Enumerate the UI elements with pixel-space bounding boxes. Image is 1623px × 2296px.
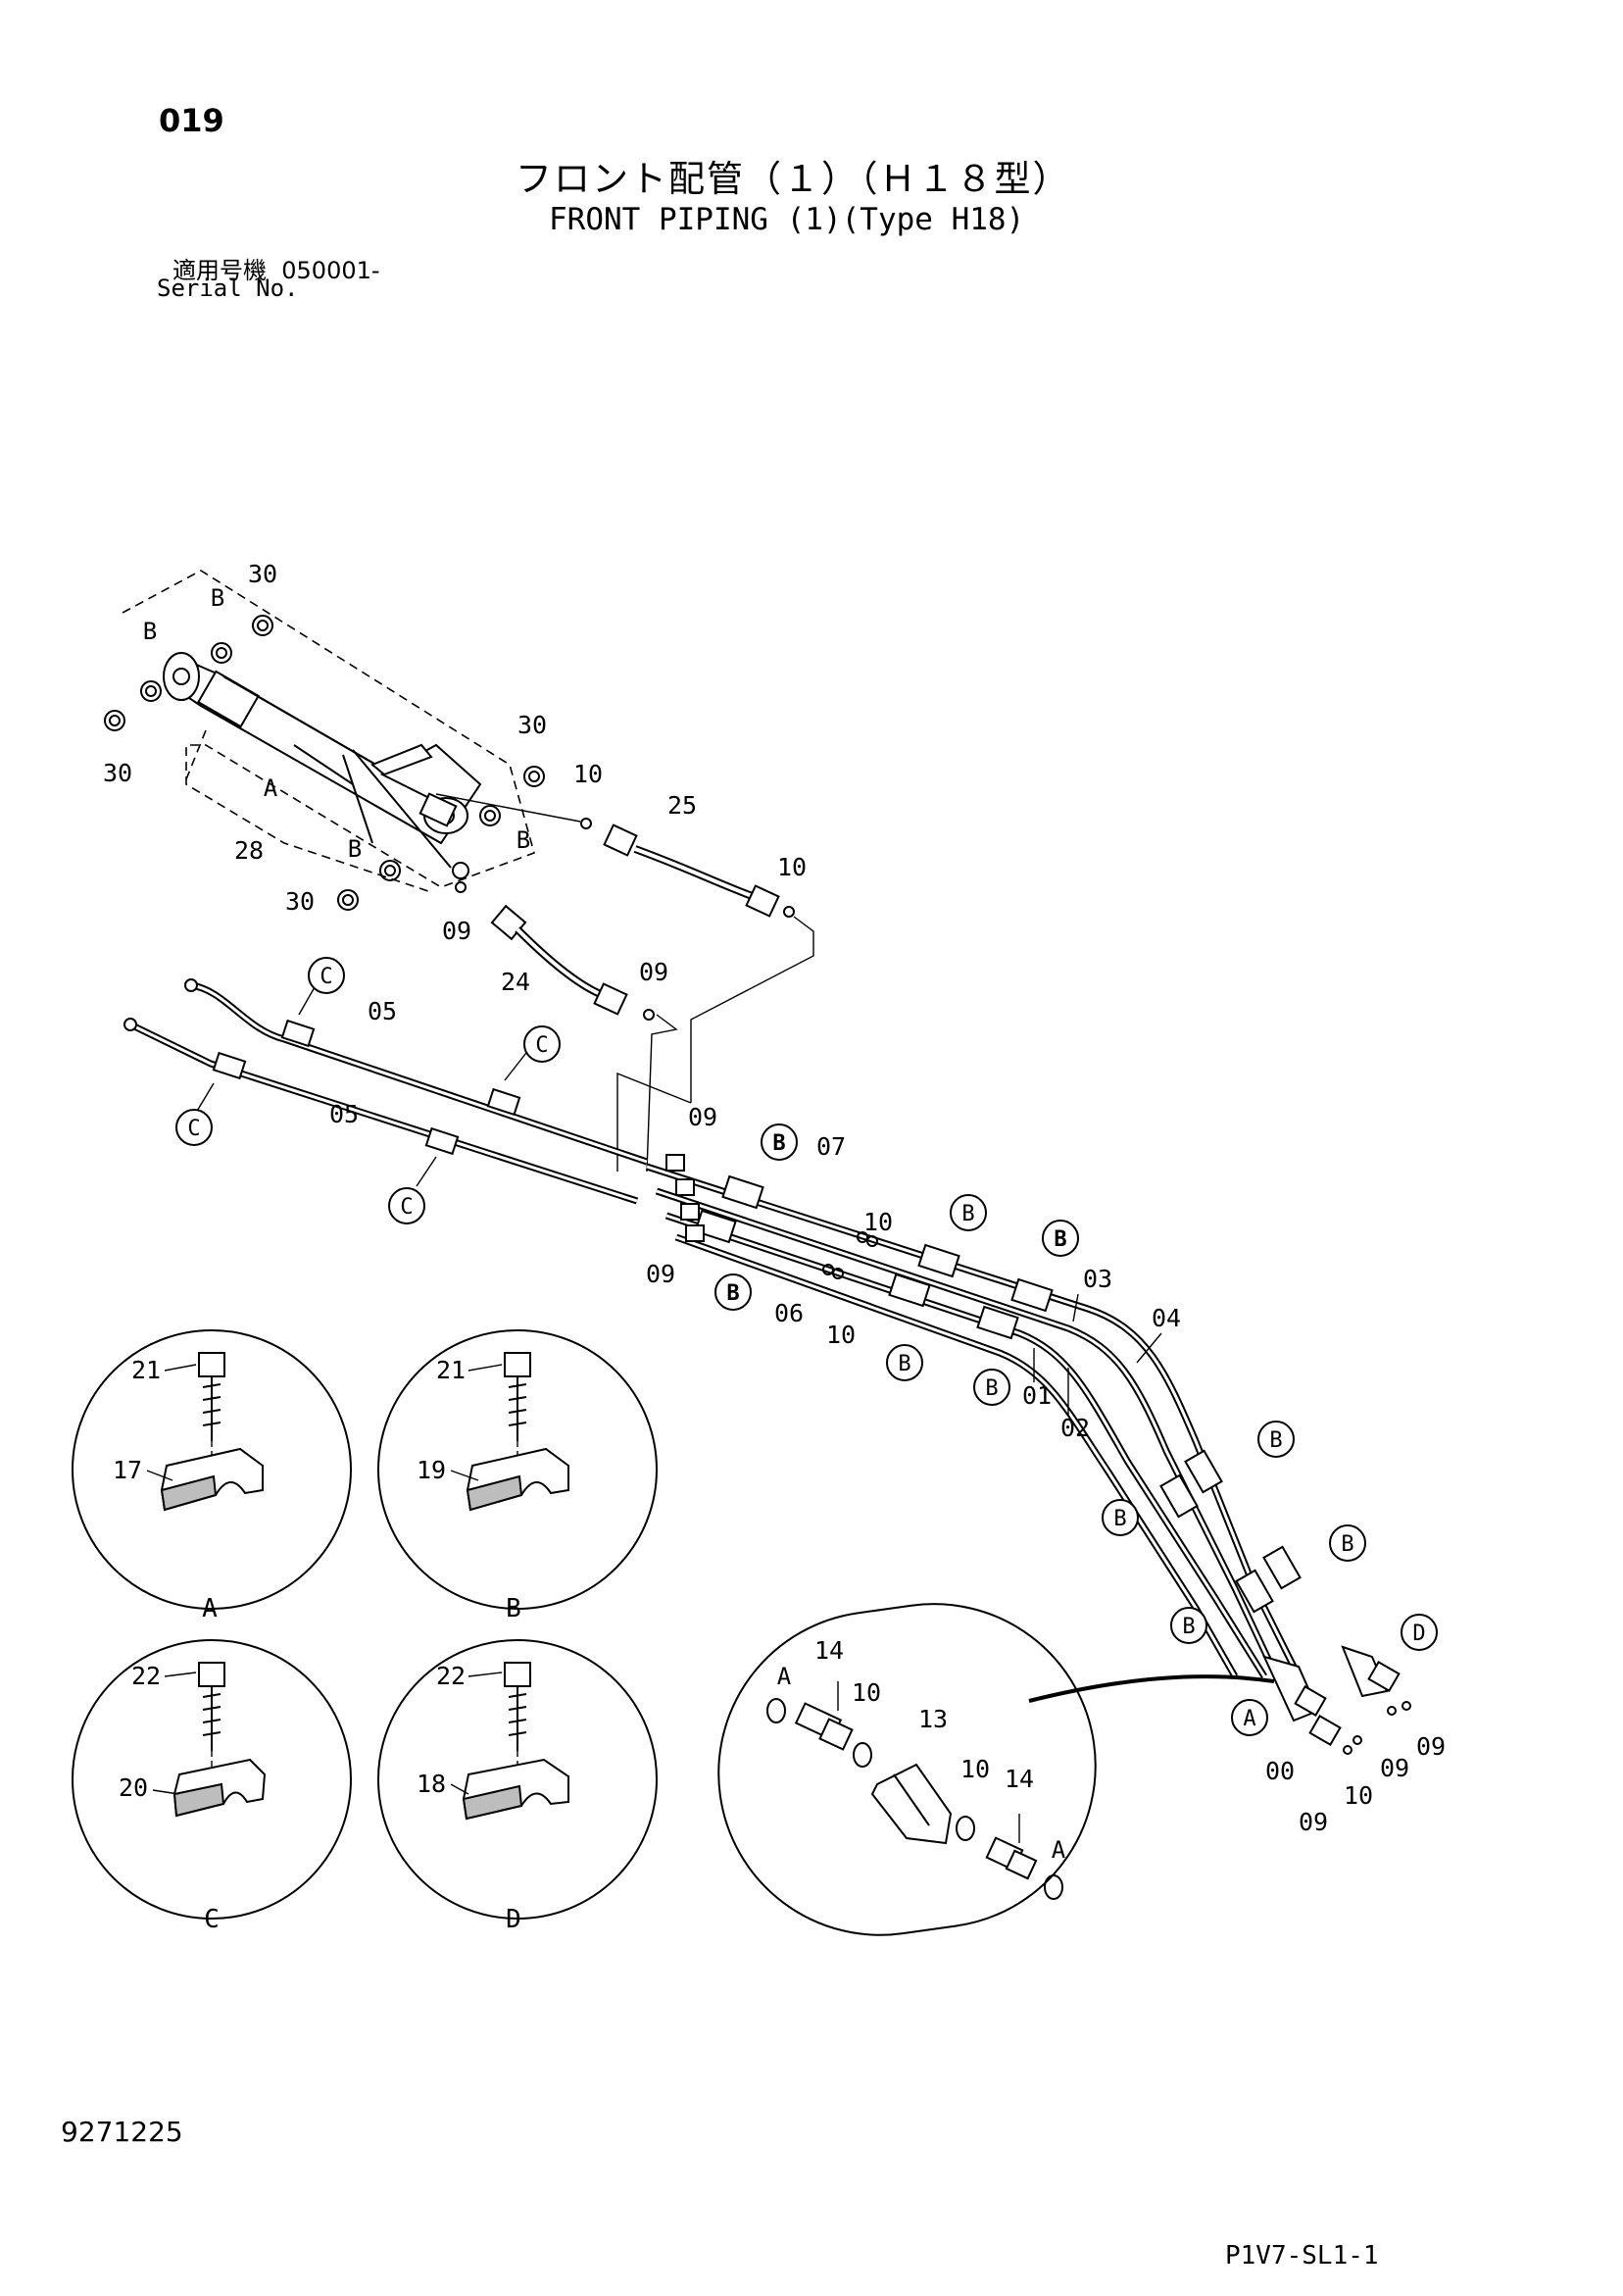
marker-b-label: B <box>1054 1227 1066 1252</box>
part-callouts: 30 30 30 30 28 10 25 10 09 24 09 05 05 0… <box>103 560 1446 1836</box>
callout-07: 07 <box>816 1132 846 1161</box>
callout-20: 20 <box>119 1773 148 1802</box>
callout-10: 10 <box>826 1321 856 1349</box>
callout-10: 10 <box>863 1208 893 1236</box>
callout-10: 10 <box>960 1755 990 1783</box>
detail-circle-c <box>72 1639 352 1920</box>
hose-assembly-upper <box>435 793 814 1173</box>
detail-view-letters: A B C D <box>202 1594 521 1934</box>
marker-c-label: C <box>535 1033 548 1058</box>
page-number: 019 <box>159 102 224 139</box>
detail-label-b: B <box>506 1594 521 1623</box>
marker-d-label: D <box>1412 1622 1425 1646</box>
callout-09: 09 <box>442 917 471 945</box>
callout-30: 30 <box>517 711 547 739</box>
callout-02: 02 <box>1060 1414 1090 1442</box>
callout-21: 21 <box>436 1356 466 1384</box>
callout-00: 00 <box>1265 1757 1295 1785</box>
letter-b: B <box>516 826 530 854</box>
callout-14: 14 <box>814 1636 844 1665</box>
cylinder-assembly <box>104 570 545 911</box>
pipe-bundle-main <box>645 1154 1411 1755</box>
serial-label-japanese: 適用号機 <box>172 257 267 284</box>
marker-b-label: B <box>772 1131 785 1156</box>
marker-c-label: C <box>400 1195 413 1220</box>
marker-b-label: B <box>985 1376 998 1401</box>
page-title-japanese: フロント配管（１）（Ｈ１８型） <box>516 158 1071 200</box>
callout-22: 22 <box>436 1662 466 1690</box>
washer-group <box>104 615 545 911</box>
marker-b-label: B <box>1113 1507 1126 1531</box>
marker-b-label: B <box>961 1202 974 1226</box>
callout-28: 28 <box>234 836 264 865</box>
reference-marker-labels: C C C C B B B B B B B B B B D A <box>187 965 1425 1731</box>
callout-18: 18 <box>417 1770 446 1798</box>
detail-label-d: D <box>506 1905 521 1934</box>
callout-21: 21 <box>131 1356 161 1384</box>
detail-label-c: C <box>204 1905 220 1934</box>
marker-b-label: B <box>1269 1428 1282 1453</box>
callout-30: 30 <box>248 560 277 588</box>
detail-circle-b <box>377 1329 658 1610</box>
page-title-english: FRONT PIPING (1)(Type H18) <box>549 202 1025 237</box>
callout-22: 22 <box>131 1662 161 1690</box>
callout-30: 30 <box>285 887 315 916</box>
detail-circle-d <box>377 1639 658 1920</box>
detail-label-a: A <box>202 1594 218 1623</box>
callout-30: 30 <box>103 759 132 787</box>
callout-17: 17 <box>113 1456 142 1484</box>
callout-09: 09 <box>1416 1732 1446 1761</box>
serial-value: 050001- <box>281 257 380 284</box>
leader-lines <box>146 1293 1162 1795</box>
callout-09: 09 <box>688 1103 717 1131</box>
plain-letter-labels: B B B B A A A <box>143 584 1066 1864</box>
callout-10: 10 <box>777 853 807 881</box>
marker-b-label: B <box>1182 1615 1195 1639</box>
callout-01: 01 <box>1022 1381 1052 1410</box>
pipe-05-left <box>123 978 649 1205</box>
letter-a: A <box>264 774 278 802</box>
adapter-detail-oval <box>717 1603 1275 1936</box>
callout-05: 05 <box>329 1100 359 1128</box>
callout-13: 13 <box>918 1705 948 1733</box>
serial-label-english: Serial No. <box>157 275 299 302</box>
letter-b: B <box>348 835 362 863</box>
callout-10: 10 <box>1344 1781 1373 1810</box>
letter-b: B <box>143 618 157 645</box>
detail-circle-a <box>72 1329 352 1610</box>
letter-a: A <box>777 1663 792 1690</box>
callout-03: 03 <box>1083 1265 1112 1293</box>
marker-b-label: B <box>1341 1532 1353 1557</box>
callout-10: 10 <box>573 760 603 788</box>
callout-09: 09 <box>1380 1754 1409 1782</box>
callout-04: 04 <box>1152 1304 1181 1332</box>
marker-a-label: A <box>1243 1707 1255 1731</box>
marker-c-label: C <box>320 965 332 989</box>
marker-b-label: B <box>726 1281 739 1306</box>
callout-05: 05 <box>368 997 397 1025</box>
callout-24: 24 <box>501 968 530 996</box>
callout-06: 06 <box>774 1299 804 1327</box>
letter-b: B <box>211 584 224 612</box>
letter-a: A <box>1052 1836 1066 1864</box>
callout-25: 25 <box>667 791 697 820</box>
callout-14: 14 <box>1005 1765 1034 1793</box>
callout-09: 09 <box>646 1260 675 1288</box>
marker-b-label: B <box>898 1352 910 1376</box>
document-code: 9271225 <box>61 2116 183 2148</box>
marker-c-label: C <box>187 1117 200 1141</box>
callout-09: 09 <box>1299 1808 1328 1836</box>
drawing-code: P1V7-SL1-1 <box>1225 2241 1379 2271</box>
serial-applicability: 適用号機 050001- <box>172 251 380 285</box>
callout-19: 19 <box>417 1456 446 1484</box>
callout-10: 10 <box>852 1678 881 1707</box>
reference-markers <box>175 957 1438 1736</box>
callout-09: 09 <box>639 958 668 986</box>
